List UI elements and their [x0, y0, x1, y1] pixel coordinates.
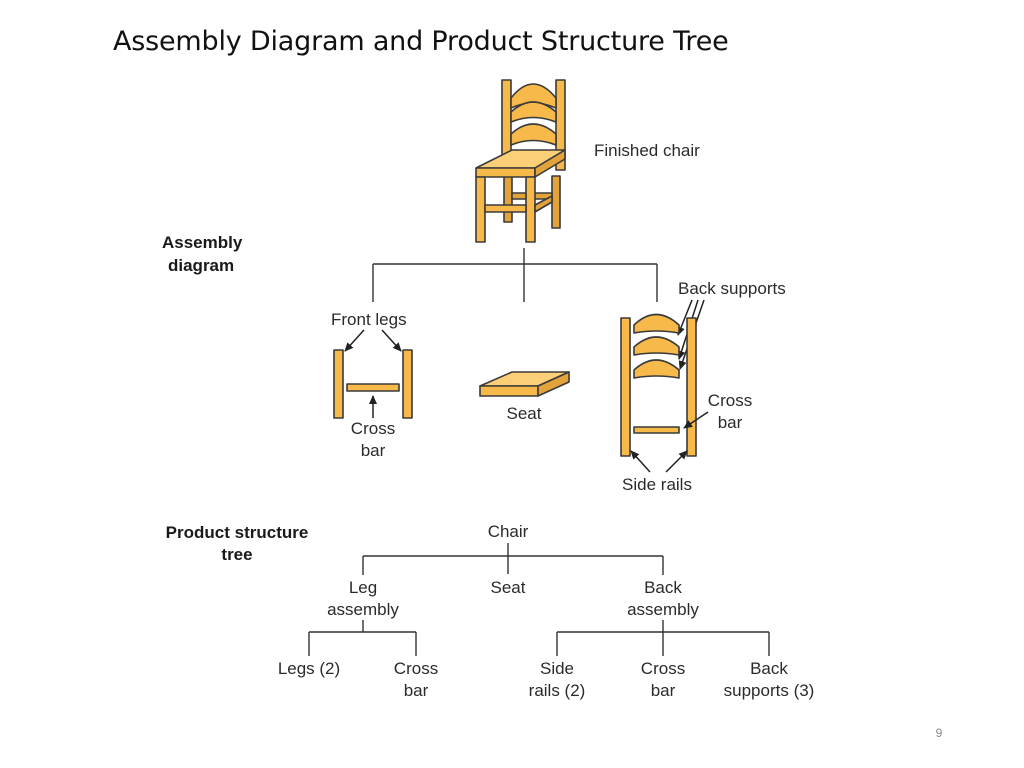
tree-back-supports-line1: Back: [750, 659, 788, 678]
finished-chair-illustration: [475, 79, 566, 243]
tree-connectors-back-assembly: [556, 620, 770, 656]
back-support-1: [633, 313, 680, 334]
chair-front-stretcher: [484, 204, 527, 213]
tree-side-rails-line1: Side: [540, 659, 574, 678]
chair-seat-side: [534, 149, 566, 178]
seat-front: [479, 385, 539, 397]
tree-legs: Legs (2): [278, 659, 340, 678]
tree-leg-cross-bar-line1: Cross: [394, 659, 438, 678]
back-supports-arrow-1: [677, 299, 693, 336]
side-rails-arrow-right: [665, 450, 688, 473]
front-cross-bar: [346, 383, 400, 392]
chair-back-slat-2: [510, 101, 557, 123]
side-rails-arrow-left: [630, 450, 651, 473]
slide-title: Assembly Diagram and Product Structure T…: [113, 26, 729, 57]
back-cross-bar-label-line1: Cross: [708, 391, 752, 410]
back-support-2: [633, 336, 680, 356]
tree-root-chair: Chair: [488, 522, 529, 541]
seat-illustration: [479, 371, 570, 397]
finished-chair-label: Finished chair: [594, 141, 700, 160]
back-supports-label: Back supports: [678, 279, 786, 298]
chair-back-post-right: [555, 79, 566, 171]
back-cross-bar-arrow: [683, 411, 709, 429]
front-legs-arrow-left: [344, 329, 365, 352]
tree-leg-cross-bar-line2: bar: [404, 681, 429, 700]
product-structure-tree-label-line1: Product structure: [166, 523, 309, 542]
assembly-connector: [372, 248, 658, 302]
front-leg-left: [333, 349, 344, 419]
tree-back-assembly-line2: assembly: [627, 600, 699, 619]
chair-seat-front: [475, 167, 536, 178]
side-rail-right: [686, 317, 697, 457]
assembly-diagram-label-line1: Assembly: [162, 233, 243, 252]
page-number: 9: [936, 726, 943, 740]
front-legs-label: Front legs: [331, 310, 407, 329]
chair-side-stretcher: [534, 195, 553, 213]
side-rails-label: Side rails: [622, 475, 692, 494]
chair-front-leg-left: [475, 176, 486, 243]
front-cross-bar-label-line1: Cross: [351, 419, 395, 438]
front-legs-arrow-right: [381, 329, 402, 352]
front-leg-right: [402, 349, 413, 419]
chair-front-leg-right: [525, 176, 536, 243]
tree-back-assembly-line1: Back: [644, 578, 682, 597]
back-cross-bar-label-line2: bar: [718, 413, 743, 432]
tree-side-rails-line2: rails (2): [529, 681, 586, 700]
seat-label: Seat: [507, 404, 542, 423]
chair-rear-leg-right: [551, 175, 561, 229]
tree-back-supports-line2: supports (3): [724, 681, 815, 700]
back-cross-bar: [633, 426, 680, 434]
tree-back-cross-bar-line1: Cross: [641, 659, 685, 678]
tree-connectors-level1: [362, 543, 664, 575]
assembly-diagram-label-line2: diagram: [168, 256, 234, 275]
tree-connectors-leg-assembly: [308, 620, 417, 656]
side-rail-left: [620, 317, 631, 457]
front-cross-bar-label-line2: bar: [361, 441, 386, 460]
tree-back-cross-bar-line2: bar: [651, 681, 676, 700]
product-structure-tree-label-line2: tree: [221, 545, 252, 564]
back-support-3: [633, 359, 680, 379]
seat-side: [537, 371, 570, 397]
tree-seat: Seat: [491, 578, 526, 597]
tree-leg-assembly-line1: Leg: [349, 578, 377, 597]
chair-back-slat-3: [510, 123, 557, 146]
chair-rear-leg-left: [503, 175, 513, 223]
tree-leg-assembly-line2: assembly: [327, 600, 399, 619]
